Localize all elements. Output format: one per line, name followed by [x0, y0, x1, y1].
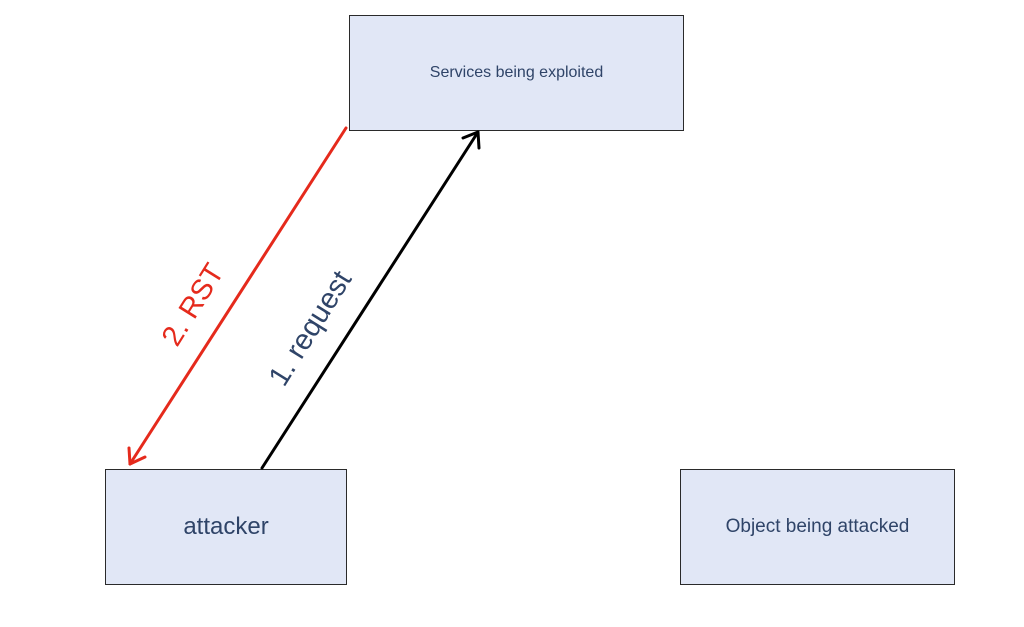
rst-edge-label: 2. RST: [156, 258, 231, 352]
request-arrow-line: [260, 130, 480, 470]
attacker-node: attacker: [105, 469, 347, 585]
attacker-node-label: attacker: [183, 513, 269, 540]
request-edge-label: 1. request: [263, 265, 358, 391]
services-being-exploited-node: Services being exploited: [349, 15, 684, 131]
request-arrow-head: [461, 130, 481, 150]
rst-arrow-line: [128, 126, 348, 466]
object-being-attacked-node: Object being attacked: [680, 469, 955, 585]
target-node-label: Object being attacked: [725, 516, 910, 537]
request-edge: 1. request: [260, 130, 481, 470]
services-node-label: Services being exploited: [429, 64, 604, 81]
rst-arrow-head: [127, 446, 147, 466]
